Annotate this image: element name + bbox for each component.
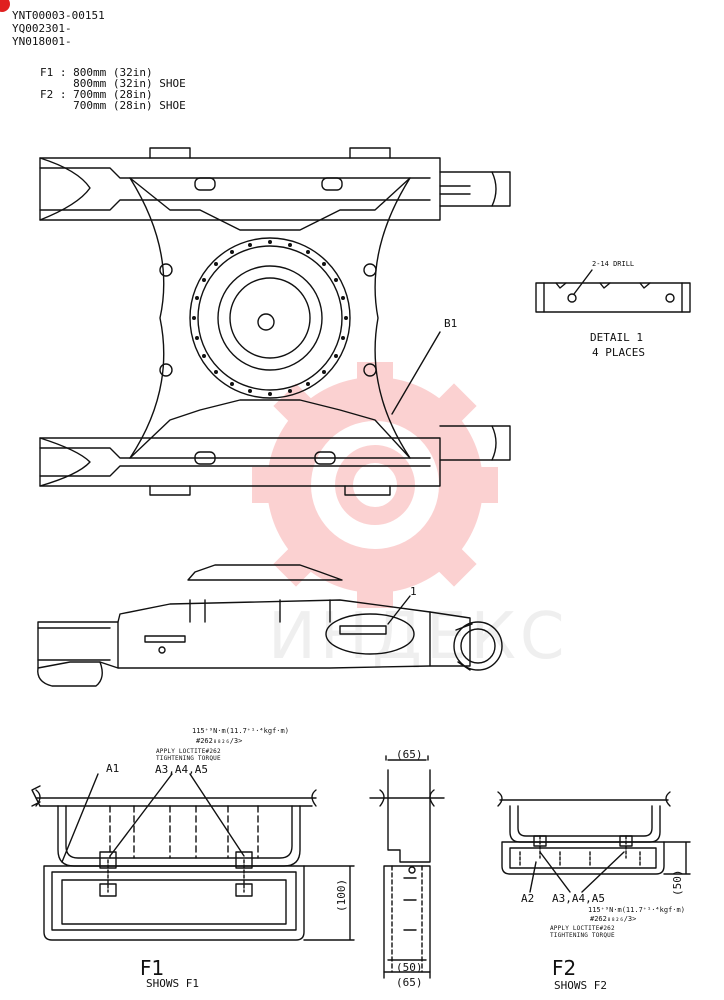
- corner-badge-icon: [0, 0, 10, 12]
- detail-1-view: [535, 269, 691, 313]
- spec-line-4: 700mm (28in) SHOE: [40, 99, 186, 112]
- side-view: [37, 564, 503, 687]
- top-view: [39, 147, 511, 496]
- f1-view: [31, 773, 355, 941]
- serial-number-2: YQ002301-: [12, 22, 72, 35]
- detail-drill-note: 2-14 DRILL: [592, 260, 635, 268]
- label-a2: A2: [521, 892, 535, 905]
- dim-65-bottom: (65): [396, 976, 423, 989]
- f1-torque-value: 115⁺⁹N·m(11.7⁺¹·⁴kgf·m): [192, 727, 289, 735]
- f2-torque-note: TIGHTENING TORQUE: [550, 932, 615, 939]
- watermark-text: ИНДЕКС: [268, 600, 569, 674]
- dim-50-f2: (50): [671, 869, 684, 897]
- f1-torque-part: #262₈₈₂₆/3>: [196, 737, 243, 745]
- dim-100: (100): [335, 878, 348, 912]
- f2-torque-part: #262₈₈₂₆/3>: [590, 915, 637, 923]
- f2-torque-value: 115⁺⁹N·m(11.7⁺¹·⁴kgf·m): [588, 906, 685, 914]
- label-1: 1: [410, 585, 417, 598]
- serial-number-3: YN018001-: [12, 35, 72, 48]
- spec-line-2: 800mm (32in) SHOE: [40, 77, 186, 90]
- caption-f1: F1: [140, 956, 165, 980]
- detail-title: DETAIL 1: [590, 331, 643, 344]
- label-b1: B1: [444, 317, 458, 330]
- caption-shows-f2: SHOWS F2: [554, 979, 607, 992]
- section-view: [369, 755, 445, 979]
- serial-number-1: YNT00003-00151: [12, 9, 105, 22]
- dim-65-top: (65): [396, 748, 423, 761]
- dim-50-section: (50): [396, 961, 423, 974]
- label-a1: A1: [106, 762, 120, 775]
- label-a3-a4-a5-f1: A3,A4,A5: [155, 763, 208, 776]
- spec-line-1: F1 : 800mm (32in): [40, 66, 153, 79]
- label-a3-a4-a5-f2: A3,A4,A5: [552, 892, 605, 905]
- f2-loctite-note: APPLY LOCTITE#262: [550, 925, 615, 932]
- caption-f2: F2: [552, 956, 577, 980]
- f2-view: [497, 791, 691, 893]
- spec-line-3: F2 : 700mm (28in): [40, 88, 153, 101]
- f1-loctite-note: APPLY LOCTITE#262: [156, 748, 221, 755]
- detail-places: 4 PLACES: [592, 346, 645, 359]
- f1-torque-note: TIGHTENING TORQUE: [156, 755, 221, 762]
- caption-shows-f1: SHOWS F1: [146, 977, 199, 990]
